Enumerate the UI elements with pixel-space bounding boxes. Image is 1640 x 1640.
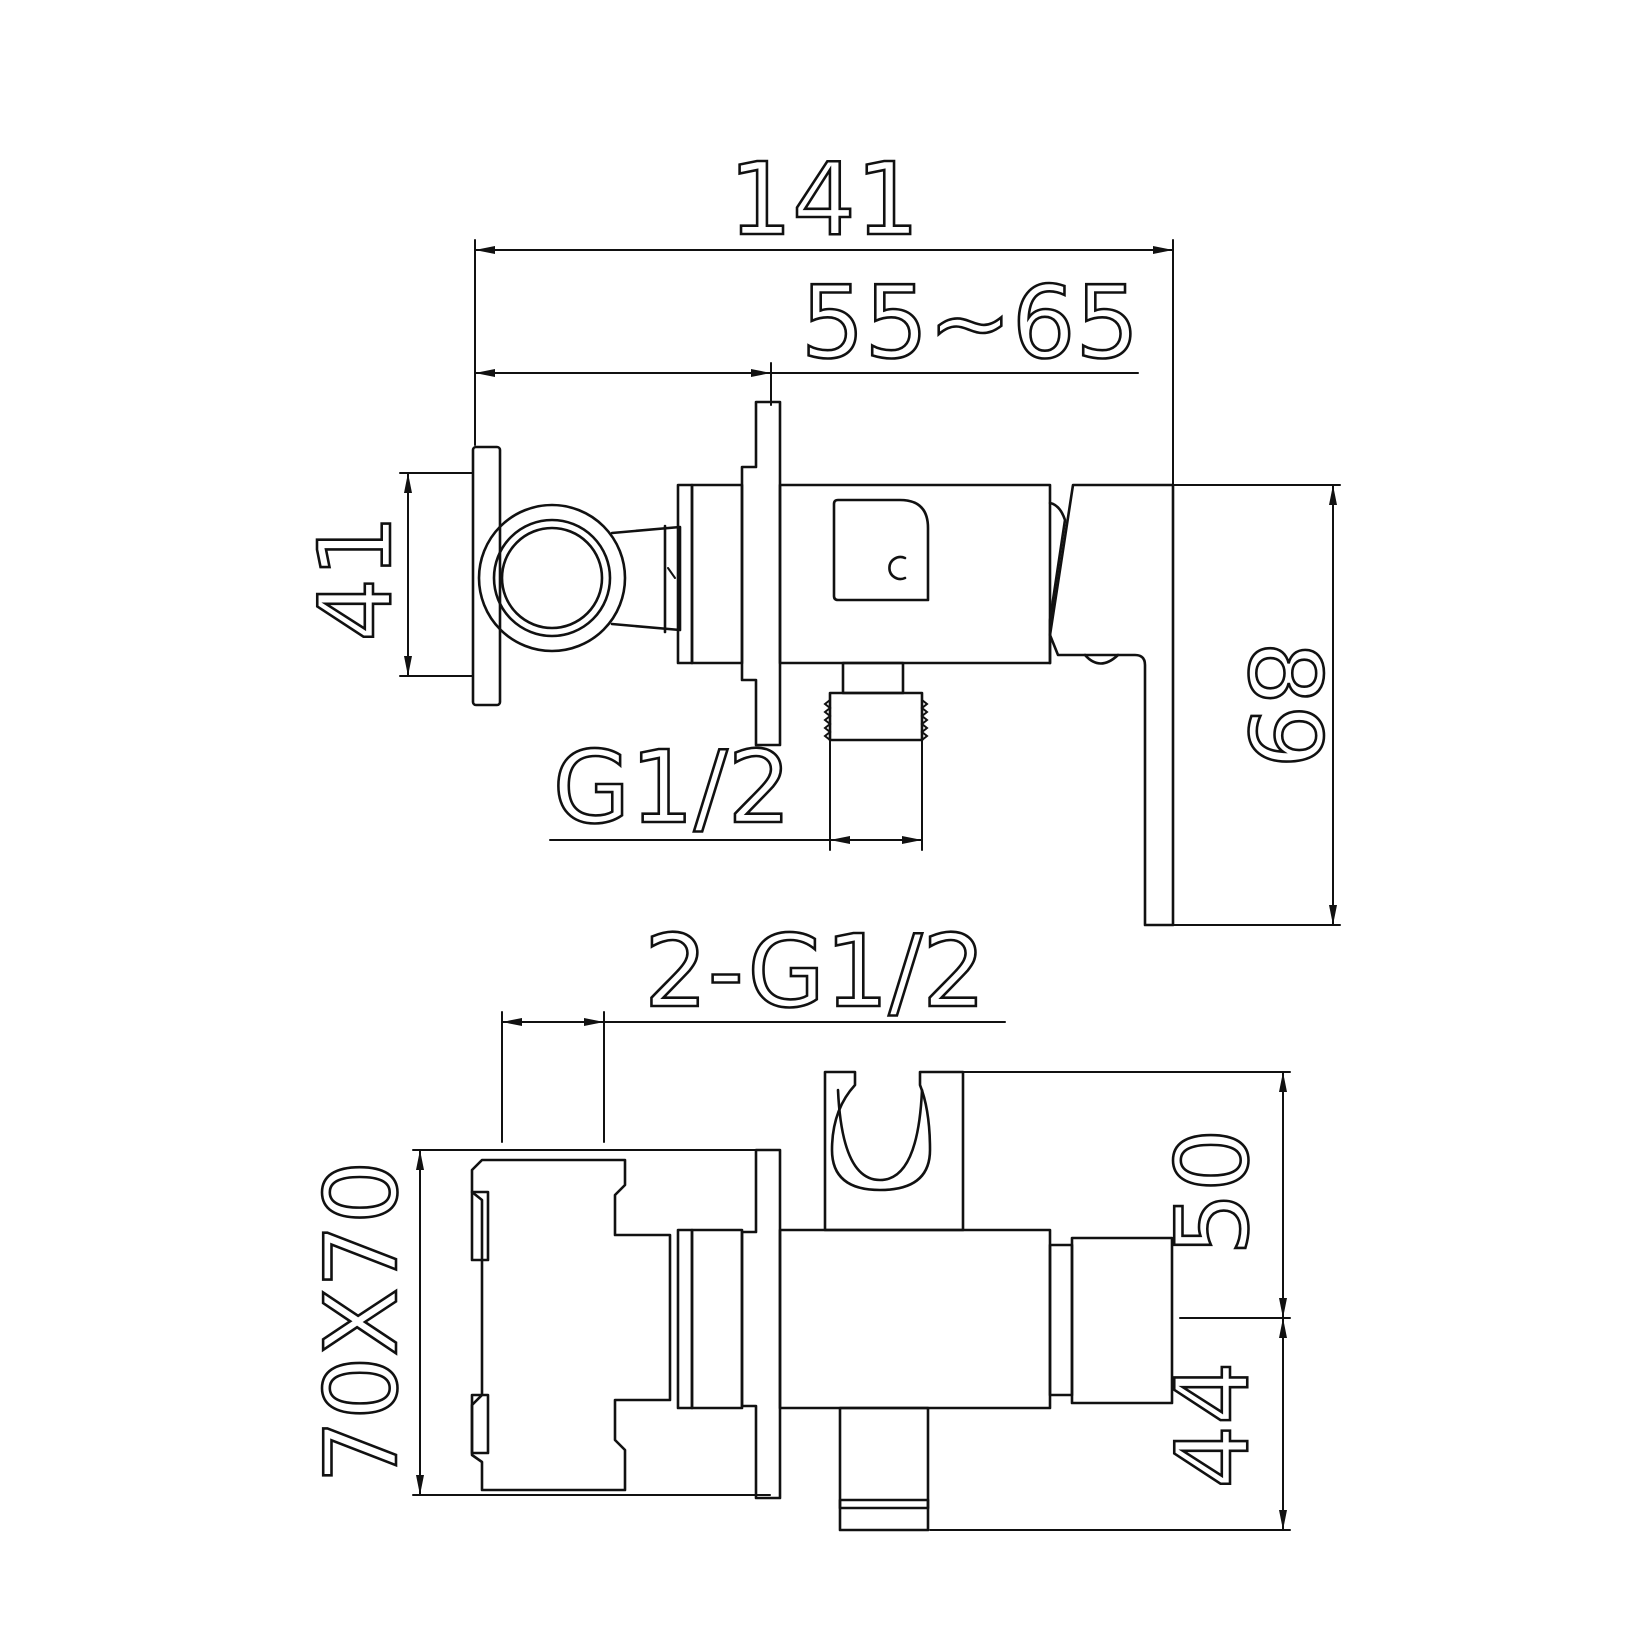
lever-pivot — [1083, 653, 1120, 665]
outlet-stub — [841, 661, 905, 695]
mixing-box-tab — [470, 1190, 490, 1262]
dim-label-body-height: 89 — [1226, 641, 1343, 768]
dim-label-overall-length: 141 — [729, 141, 920, 258]
outlet-face — [832, 498, 930, 602]
dim-label-wall-depth: 55~65 — [801, 264, 1139, 381]
dim-label-outlet-thread: G1/2 — [553, 729, 791, 846]
shower-holder — [823, 1070, 965, 1232]
mixing-box — [470, 1158, 672, 1492]
outlet-symbol-icon — [888, 555, 907, 581]
holder-arm — [610, 525, 682, 632]
side-elevation-view: 141 55~65 41 — [296, 140, 1344, 927]
mixing-box-tab — [470, 1393, 490, 1455]
plan-lever-hub — [1048, 1243, 1074, 1397]
valve-body — [778, 483, 1052, 665]
plan-outlet-thread — [838, 1498, 930, 1532]
holder-arm-notch — [667, 567, 676, 579]
plan-body-sleeve — [690, 1228, 744, 1410]
lever-handle — [1048, 483, 1175, 927]
dim-label-holder-height: 41 — [297, 514, 414, 641]
wall-flange — [740, 400, 782, 747]
holder-ring-inner — [500, 526, 604, 630]
shower-holder-cradle — [836, 1088, 924, 1182]
outlet-thread — [828, 691, 924, 742]
plan-outlet-stub — [838, 1406, 930, 1510]
plan-lever — [1070, 1236, 1174, 1405]
plan-valve-body — [778, 1228, 1052, 1410]
body-sleeve — [690, 483, 744, 665]
holder-ring-middle — [492, 518, 612, 638]
holder-ring-outer — [477, 503, 627, 653]
thread-marks-left — [823, 699, 832, 741]
lever-hub — [1048, 501, 1067, 665]
plan-body-collar — [676, 1228, 694, 1410]
thread-marks-right — [920, 699, 929, 741]
dim-label-inlet-threads: 2-G1/2 — [644, 913, 986, 1030]
dim-label-plate-size: 70X70 — [303, 1161, 420, 1484]
plan-view: 2-G1/2 70X70 50 44 — [302, 912, 1291, 1532]
bracket-plate — [471, 445, 502, 707]
plan-wall-flange — [740, 1148, 782, 1500]
dim-label-upper-height: 50 — [1154, 1128, 1271, 1255]
dim-label-lower-height: 44 — [1154, 1361, 1271, 1488]
